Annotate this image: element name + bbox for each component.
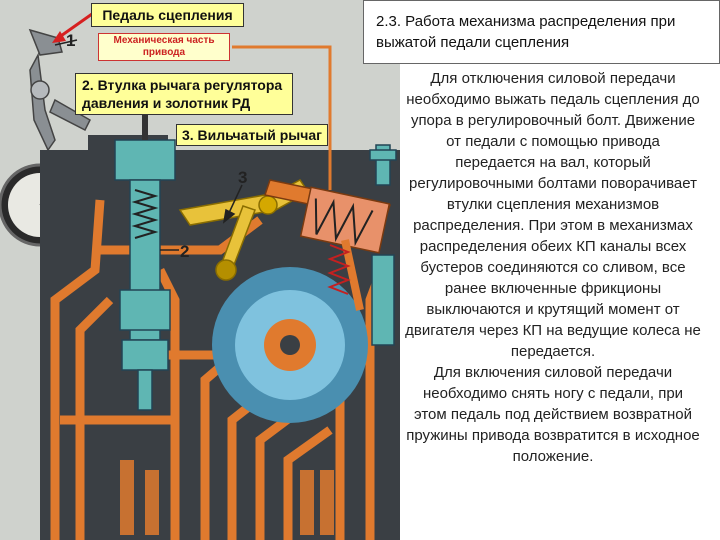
linkage-line xyxy=(232,45,332,190)
pedal-arrow xyxy=(52,12,93,43)
number-pointers xyxy=(54,39,243,251)
description-paragraph-2: Для включения силовой передачи необходим… xyxy=(406,364,700,465)
distribution-disc xyxy=(212,267,368,423)
return-lever-assembly xyxy=(264,179,391,311)
label-number-3: 3 xyxy=(238,168,248,187)
spool-spring xyxy=(131,189,159,239)
drain-lines xyxy=(120,460,334,535)
pressure-regulator-spool xyxy=(114,100,176,411)
fork-lever-callout: 3. Вильчатый рычаг xyxy=(176,124,328,146)
adjusting-bolt xyxy=(369,144,397,346)
pedal-callout: Педаль сцепления xyxy=(91,3,244,27)
pedal-linkage xyxy=(28,28,91,152)
red-spring xyxy=(327,244,351,295)
label-number-2: 2 xyxy=(180,242,190,261)
slide-title: 2.3. Работа механизма распределения при … xyxy=(363,0,720,64)
label-number-1: 1 xyxy=(66,31,76,50)
bushing-callout: 2. Втулка рычага регулятора давления и з… xyxy=(75,73,293,115)
description-paragraph-1: Для отключения силовой передачи необходи… xyxy=(405,70,701,360)
description-panel: Для отключения силовой передачи необходи… xyxy=(401,64,705,520)
mechanical-part-callout: Механическая часть привода xyxy=(98,33,230,61)
